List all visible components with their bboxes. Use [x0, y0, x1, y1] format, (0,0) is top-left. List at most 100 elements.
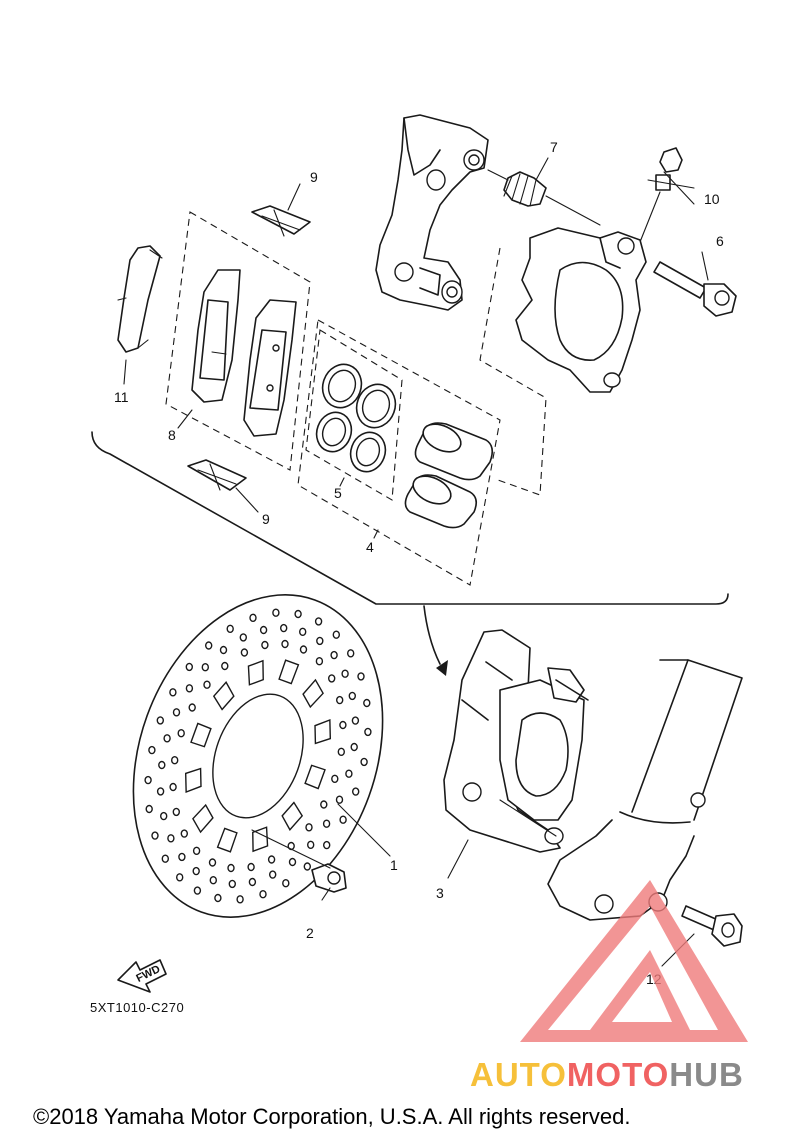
callout-3: 3: [436, 885, 444, 901]
disc-drill-hole: [316, 636, 324, 646]
disc-drill-hole: [151, 831, 159, 840]
caliper-bolt: [653, 261, 737, 317]
pad-shim-top: [251, 205, 311, 237]
disc-drill-hole: [299, 627, 307, 636]
piston-kit-box: [297, 319, 501, 586]
disc-drill-hole: [169, 782, 177, 792]
brake-disc: [132, 594, 384, 918]
pad-shim-bottom: [187, 459, 247, 491]
disc-lightening-slot: [192, 803, 214, 834]
disc-drill-hole: [299, 645, 308, 654]
disc-drill-hole: [363, 698, 371, 708]
group-bracket-line: [91, 431, 729, 605]
disc-drill-hole: [170, 756, 179, 765]
disc-drill-hole: [172, 807, 181, 817]
disc-drill-hole: [288, 857, 297, 867]
brake-pad-left: [191, 269, 241, 403]
axle-bracket-bolt: [681, 905, 743, 947]
disc-drill-hole: [331, 774, 339, 783]
disc-drill-hole: [350, 742, 358, 752]
disc-drill-hole: [305, 823, 313, 832]
disc-drill-hole: [214, 893, 222, 903]
disc-drill-hole: [188, 703, 196, 712]
disc-drill-hole: [247, 862, 255, 872]
callout-5: 5: [334, 485, 342, 501]
disc-lightening-slot: [278, 659, 300, 685]
copyright-notice: ©2018 Yamaha Motor Corporation, U.S.A. A…: [33, 1104, 630, 1129]
disc-drill-hole: [167, 834, 175, 843]
disc-drill-hole: [259, 890, 267, 899]
callout-4: 4: [366, 539, 374, 555]
disc-drill-hole: [203, 680, 211, 689]
disc-drill-hole: [261, 640, 269, 650]
piston-seals: [315, 363, 397, 473]
disc-drill-hole: [192, 866, 200, 876]
disc-lightening-slot: [190, 722, 212, 748]
disc-drill-hole: [177, 729, 185, 738]
disc-drill-hole: [201, 663, 210, 672]
disc-drill-hole: [282, 879, 290, 888]
disc-drill-hole: [240, 648, 249, 657]
disc-drill-hole: [315, 657, 324, 666]
disc-drill-hole: [280, 623, 288, 633]
disc-drill-hole: [148, 745, 156, 755]
disc-drill-hole: [204, 641, 213, 650]
disc-drill-hole: [249, 613, 257, 622]
disc-drill-hole: [323, 840, 331, 850]
callout-11: 11: [114, 389, 129, 405]
disc-drill-hole: [352, 787, 360, 796]
disc-drill-hole: [357, 672, 365, 681]
pad-spring: [117, 245, 163, 353]
disc-drill-hole: [348, 691, 356, 701]
fwd-direction-arrow: [117, 959, 167, 993]
disc-drill-hole: [219, 645, 228, 655]
disc-drill-hole: [185, 684, 194, 693]
callout-8: 8: [168, 427, 176, 443]
callout-9-top: 9: [310, 169, 318, 185]
disc-drill-hole: [161, 854, 170, 863]
disc-drill-hole: [226, 624, 234, 633]
callout-6: 6: [716, 233, 724, 249]
disc-drill-hole: [236, 895, 244, 904]
disc-lightening-slot: [247, 659, 264, 686]
pad-kit-box: [165, 211, 311, 471]
caliper-body: [515, 227, 647, 393]
watermark-text: AUTOMOTOHUB: [470, 1056, 744, 1093]
disc-drill-hole: [267, 855, 276, 864]
disc-drill-hole: [172, 708, 181, 717]
disc-drill-hole: [221, 661, 229, 671]
disc-drill-hole: [193, 886, 202, 895]
slide-pin-boot: [487, 169, 601, 226]
disc-lightening-slot: [184, 767, 202, 794]
automotohub-logo: [520, 880, 748, 1042]
disc-drill-hole: [339, 720, 347, 730]
seal-kit-box: [305, 329, 403, 501]
assembly-arrow: [423, 605, 448, 676]
disc-drill-hole: [145, 804, 153, 814]
disc-drill-hole: [269, 870, 277, 879]
disc-drill-hole: [144, 775, 152, 785]
disc-drill-hole: [322, 819, 331, 828]
disc-drill-hole: [272, 608, 280, 617]
disc-drill-hole: [337, 747, 345, 756]
callout-7: 7: [550, 139, 558, 155]
disc-drill-hole: [345, 769, 353, 778]
disc-drill-hole: [347, 649, 355, 658]
disc-drill-hole: [360, 757, 368, 767]
callout-9-bottom: 9: [262, 511, 270, 527]
drawing-code: 5XT1010-C270: [90, 1000, 184, 1015]
disc-drill-hole: [163, 734, 171, 743]
disc-drill-hole: [330, 650, 338, 660]
callout-10: 10: [704, 191, 720, 207]
caliper-assembly: [443, 629, 589, 853]
bleed-screw: [639, 147, 683, 243]
disc-drill-hole: [339, 815, 347, 824]
disc-drill-hole: [259, 625, 268, 635]
disc-drill-hole: [159, 811, 168, 821]
disc-lightening-slot: [216, 827, 238, 853]
callout-1: 1: [390, 857, 398, 873]
disc-drill-hole: [307, 840, 315, 849]
disc-drill-hole: [239, 633, 248, 642]
disc-bolt: [311, 863, 347, 893]
